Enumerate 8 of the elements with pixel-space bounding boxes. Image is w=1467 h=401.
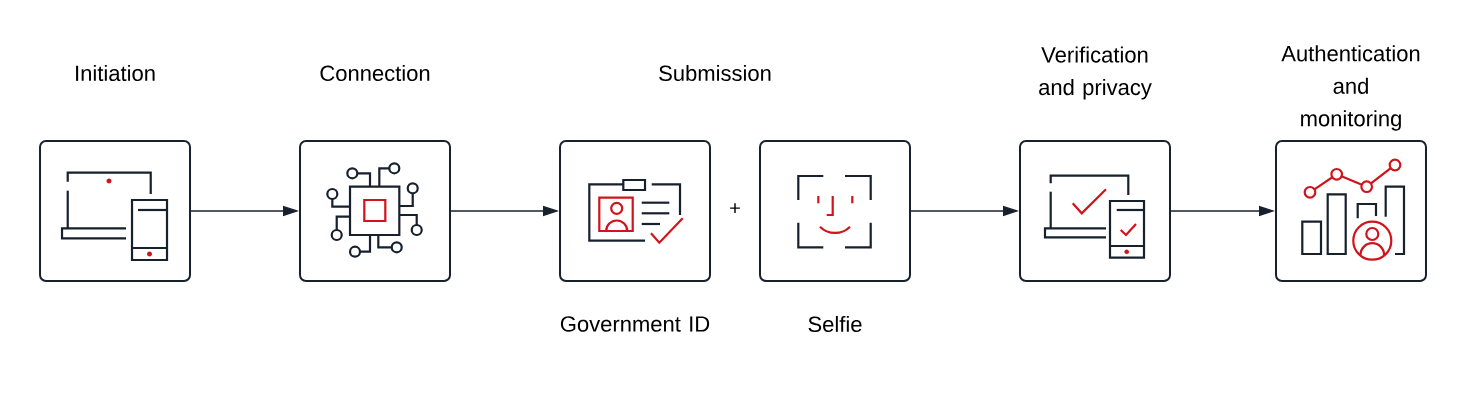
step-label: Selfie	[808, 315, 862, 333]
group-heading: Submission	[659, 64, 771, 82]
plus-sign: +	[730, 203, 740, 213]
step-label: Authentication and monitoring	[1281, 45, 1420, 131]
step-label: Government ID	[560, 316, 710, 332]
step-label: Verification and privacy	[1039, 46, 1152, 100]
step-label: Initiation	[76, 64, 155, 82]
step-label: Connection	[320, 64, 430, 82]
